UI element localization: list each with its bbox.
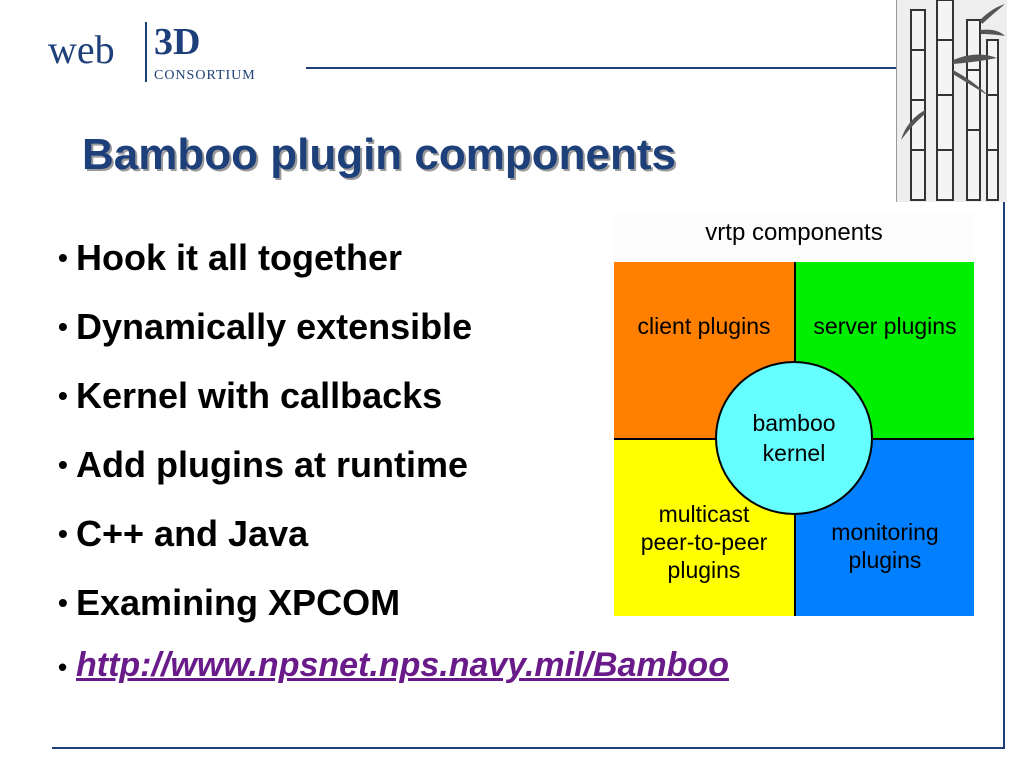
link-bullet: • http://www.npsnet.nps.navy.mil/Bamboo xyxy=(58,640,729,692)
web3d-consortium-logo: web 3D CONSORTIUM xyxy=(44,16,304,88)
bullet-dot: • xyxy=(58,242,68,273)
header-rule xyxy=(306,67,896,69)
server-plugins-label: server plugins xyxy=(813,313,957,339)
multicast-label-line: peer-to-peer xyxy=(640,529,768,555)
logo-consortium-text: CONSORTIUM xyxy=(154,68,256,83)
bullet-item: • Examining XPCOM xyxy=(58,577,472,646)
bullet-item: • Add plugins at runtime xyxy=(58,439,472,508)
bullet-item: • Hook it all together xyxy=(58,232,472,301)
bamboo-drawing xyxy=(901,0,1005,201)
bullet-dot: • xyxy=(58,652,68,682)
monitoring-label-line: plugins xyxy=(848,547,922,573)
bullet-item: • C++ and Java xyxy=(58,508,472,577)
right-border-rule xyxy=(1003,200,1005,748)
multicast-label-line: multicast xyxy=(658,501,750,527)
logo-web-text: web xyxy=(48,27,115,72)
bullet-text: Dynamically extensible xyxy=(76,306,473,347)
bullet-dot: • xyxy=(58,449,68,480)
monitoring-label-line: monitoring xyxy=(831,519,939,545)
bamboo-illustration xyxy=(896,0,1007,202)
kernel-label-line: bamboo xyxy=(752,410,836,436)
logo-separator xyxy=(145,22,147,82)
logo-3d-text: 3D xyxy=(154,21,201,63)
bullet-list: • Hook it all together • Dynamically exten… xyxy=(58,232,472,646)
footer-rule xyxy=(52,747,1005,749)
bullet-text: Add plugins at runtime xyxy=(76,444,468,485)
bullet-text: Examining XPCOM xyxy=(76,582,401,623)
bullet-dot: • xyxy=(58,311,68,342)
multicast-label-line: plugins xyxy=(667,557,741,583)
bullet-dot: • xyxy=(58,518,68,549)
vrtp-components-diagram: vrtp components client plugins server pl… xyxy=(614,213,974,616)
bullet-item: • Kernel with callbacks xyxy=(58,370,472,439)
bamboo-kernel-circle: bamboo kernel xyxy=(715,361,873,515)
bullet-dot: • xyxy=(58,587,68,618)
bamboo-url-link[interactable]: http://www.npsnet.nps.navy.mil/Bamboo xyxy=(76,646,729,684)
monitoring-plugins-quadrant: monitoring plugins xyxy=(796,440,974,616)
slide-title: Bamboo plugin components xyxy=(82,130,676,179)
bullet-text: C++ and Java xyxy=(76,513,309,554)
bullet-item: • Dynamically extensible xyxy=(58,301,472,370)
kernel-label-line: kernel xyxy=(762,440,826,466)
diagram-caption: vrtp components xyxy=(705,219,883,246)
client-plugins-label: client plugins xyxy=(637,313,771,339)
bullet-dot: • xyxy=(58,380,68,411)
bullet-text: Hook it all together xyxy=(76,237,403,278)
bullet-text: Kernel with callbacks xyxy=(76,375,443,416)
